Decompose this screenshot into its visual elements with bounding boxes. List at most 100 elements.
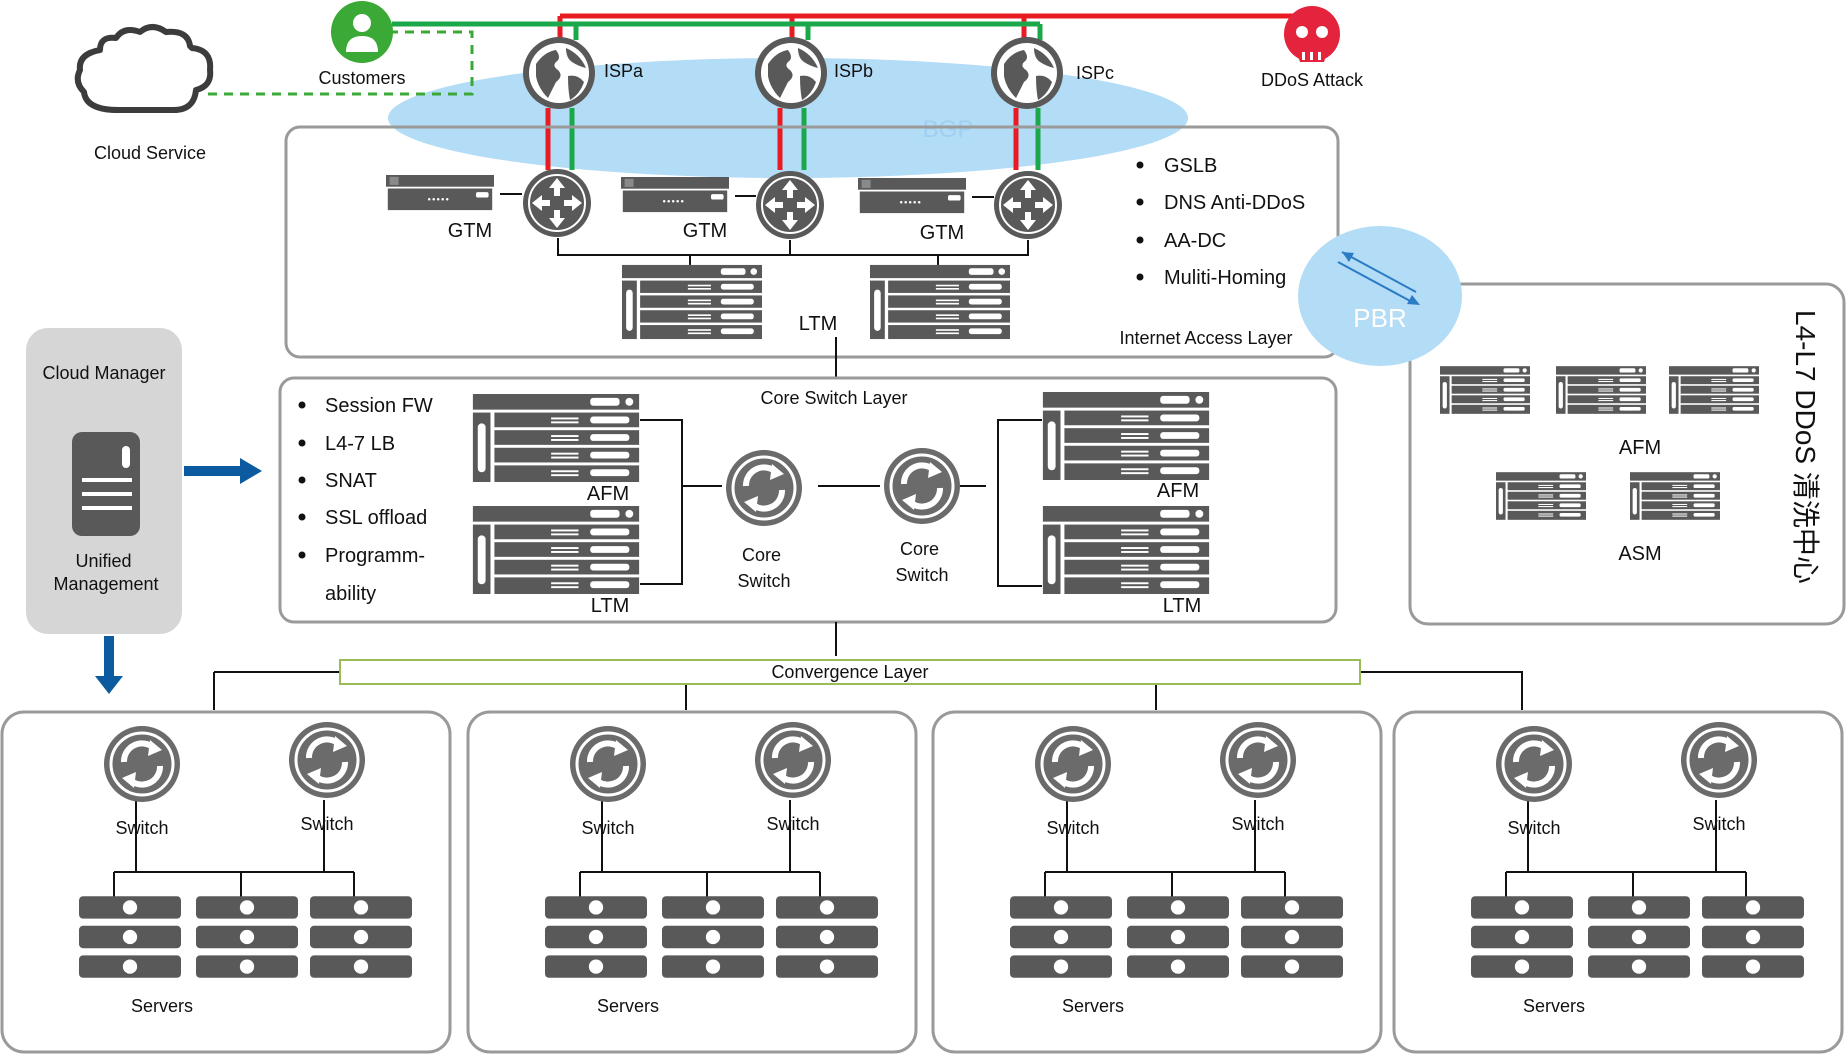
ddos-afm-label: AFM <box>1619 437 1661 459</box>
mgmt-arrow-down <box>95 636 123 694</box>
server-stack-icon <box>1241 896 1343 978</box>
access-switch-label: Switch <box>115 818 168 838</box>
access-pod-panel <box>931 710 1383 1054</box>
access-switch-label: Switch <box>581 818 634 838</box>
access-switch-icon <box>289 722 365 798</box>
label-line: Switch <box>895 565 948 585</box>
label-line: Switch <box>737 571 790 591</box>
gtm-label: GTM <box>683 220 727 242</box>
bgp-label: BGP <box>923 116 974 143</box>
cloud-service-label: Cloud Service <box>94 143 206 163</box>
ltm-chassis <box>870 264 1010 340</box>
asm-chassis <box>1630 472 1720 520</box>
user-icon <box>331 1 393 63</box>
pod-server-bus <box>1044 800 1286 898</box>
server-stack-icon <box>1010 896 1112 978</box>
ddos-asm-label: ASM <box>1618 543 1661 565</box>
server-stack-icon <box>1127 896 1229 978</box>
gtm-router-links <box>500 193 994 198</box>
servers-label: Servers <box>1523 996 1585 1016</box>
access-switch-icon <box>1496 726 1572 802</box>
access-switch-label: Switch <box>1692 814 1745 834</box>
core-switch-icon <box>884 448 960 524</box>
core-feature-item: L4-7 LB <box>325 433 395 455</box>
access-switch-label: Switch <box>1046 818 1099 838</box>
access-switch-icon <box>1035 726 1111 802</box>
feature-list: GSLB DNS Anti-DDoS AA-DC Muliti-Homing <box>1136 155 1305 289</box>
server-stack-icon <box>776 896 878 978</box>
feature-item: AA-DC <box>1164 230 1226 252</box>
access-switch-icon <box>570 726 646 802</box>
access-switch-label: Switch <box>1231 814 1284 834</box>
gtm-label: GTM <box>920 222 964 244</box>
server-stack-icon <box>1702 896 1804 978</box>
feature-item: DNS Anti-DDoS <box>1164 192 1305 214</box>
gtm-appliance <box>858 178 966 214</box>
core-switch-layer-title: Core Switch Layer <box>760 388 907 408</box>
feature-item: Muliti-Homing <box>1164 267 1286 289</box>
pod-server-bus <box>579 800 821 898</box>
server-stack-icon <box>662 896 764 978</box>
servers-label: Servers <box>1062 996 1124 1016</box>
isp-red-lines <box>545 13 1315 170</box>
server-stack-icon <box>1588 896 1690 978</box>
core-afm-label: AFM <box>1157 480 1199 502</box>
pbr-label: PBR <box>1353 303 1406 333</box>
core-ltm-label: LTM <box>591 595 630 617</box>
router-icon <box>993 170 1063 240</box>
ddos-center-title: L4-L7 DDoS 清洗中心 <box>1790 310 1821 584</box>
core-feature-item: SNAT <box>325 470 377 492</box>
access-switch-label: Switch <box>1507 818 1560 838</box>
label-line: Core <box>742 545 781 565</box>
servers-label: Servers <box>597 996 659 1016</box>
core-feature-item: Programm- <box>325 545 425 567</box>
asm-chassis <box>1496 472 1586 520</box>
access-switch-icon <box>104 726 180 802</box>
router-icon <box>755 170 825 240</box>
isp-green-lines <box>392 21 1043 170</box>
access-switch-label: Switch <box>300 814 353 834</box>
ltm-label: LTM <box>799 313 838 335</box>
core-links <box>640 419 1042 587</box>
pod-server-bus <box>113 800 355 898</box>
subtitle-line: Unified <box>75 551 131 571</box>
feature-item: GSLB <box>1164 155 1217 177</box>
server-stack-icon <box>79 896 181 978</box>
server-stack-icon <box>310 896 412 978</box>
ltm-chassis <box>1042 506 1210 594</box>
ddos-attack-label: DDoS Attack <box>1261 70 1364 90</box>
router-ltm-bus <box>557 238 1029 266</box>
core-switch-label: Core Switch <box>895 539 948 585</box>
pod-server-bus <box>1505 800 1747 898</box>
customer-dashed-link <box>208 30 474 96</box>
core-feature-item: Session FW <box>325 395 433 417</box>
afm-chassis <box>1042 392 1210 480</box>
label-line: Core <box>900 539 939 559</box>
access-pod-panel <box>466 710 918 1054</box>
access-pod-panel <box>1392 710 1844 1054</box>
ltm-chassis <box>622 264 762 340</box>
core-feature-item: SSL offload <box>325 507 427 529</box>
core-ltm-label: LTM <box>1163 595 1202 617</box>
skull-icon <box>1284 6 1340 62</box>
server-tower-icon <box>72 432 140 536</box>
server-stack-icon <box>1471 896 1573 978</box>
mgmt-arrow-right <box>184 458 262 484</box>
isp-label: ISPc <box>1076 63 1114 83</box>
gtm-appliance <box>621 177 729 213</box>
subtitle-line: Management <box>53 574 158 594</box>
server-stack-icon <box>545 896 647 978</box>
server-stack-icon <box>196 896 298 978</box>
core-switch-icon <box>726 450 802 526</box>
access-switch-label: Switch <box>766 814 819 834</box>
cloud-manager-title: Cloud Manager <box>42 363 165 383</box>
afm-chassis <box>1440 366 1530 414</box>
access-switch-icon <box>1681 722 1757 798</box>
cloud-icon <box>74 24 214 113</box>
customers-label: Customers <box>318 68 405 88</box>
